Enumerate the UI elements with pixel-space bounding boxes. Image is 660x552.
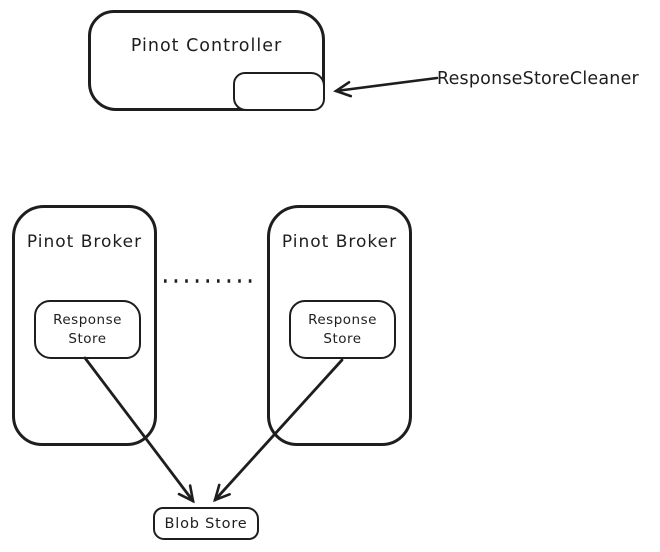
response-store-left-box: Response Store	[34, 300, 141, 359]
pinot-broker-left-label: Pinot Broker	[26, 232, 143, 252]
response-store-cleaner-slot	[233, 72, 325, 111]
response-store-cleaner-label: ResponseStoreCleaner	[437, 69, 639, 89]
blob-store-box: Blob Store	[153, 507, 259, 540]
pinot-controller-label: Pinot Controller	[130, 36, 283, 56]
response-store-right-box: Response Store	[289, 300, 396, 359]
pinot-controller-box	[88, 10, 325, 111]
blob-store-label: Blob Store	[164, 515, 248, 532]
arrow-cleaner-to-slot	[333, 76, 439, 98]
response-store-left-label: Response Store	[53, 312, 122, 347]
pinot-broker-right-label: Pinot Broker	[281, 232, 398, 252]
response-store-right-label: Response Store	[308, 312, 377, 347]
pinot-broker-right-box: Pinot Broker Response Store	[267, 205, 412, 446]
pinot-broker-left-box: Pinot Broker Response Store	[12, 205, 157, 446]
